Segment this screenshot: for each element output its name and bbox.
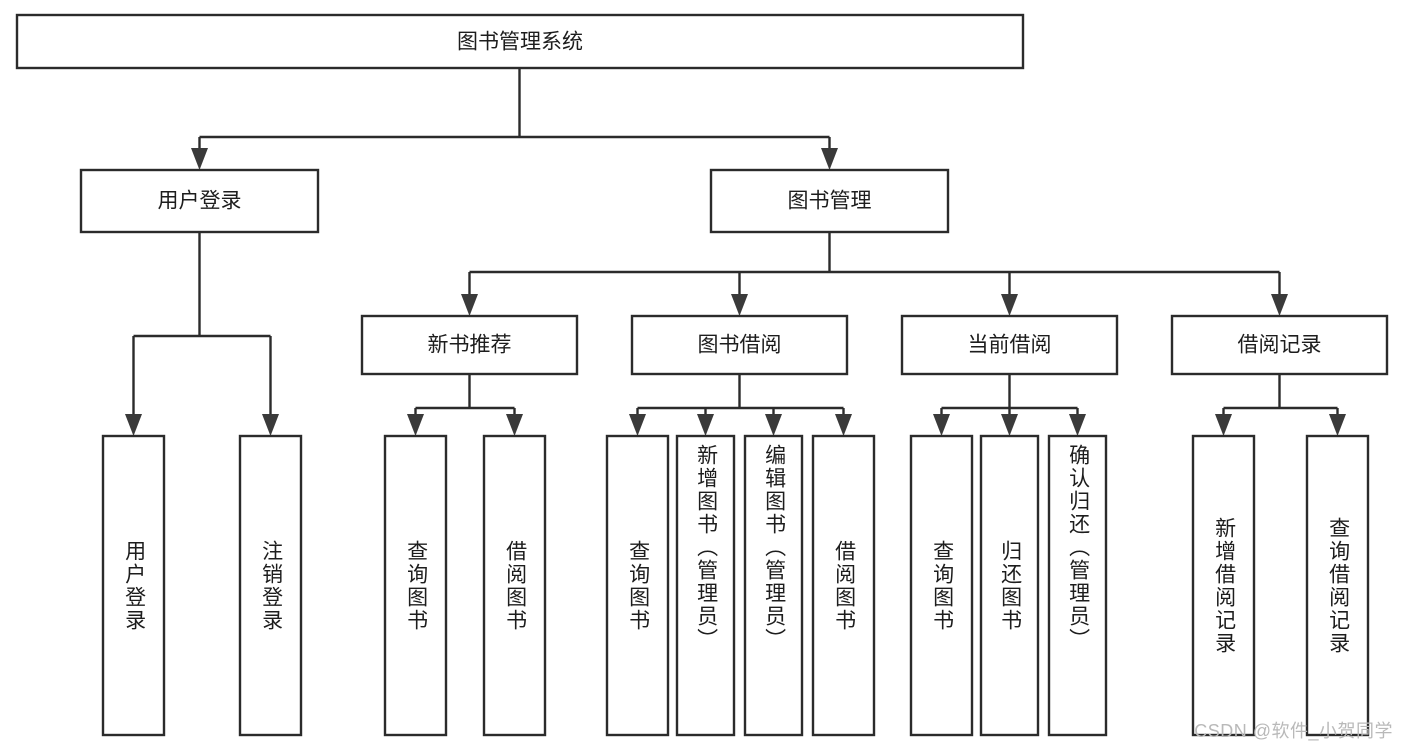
leaf-label-logout: 注销登录: [259, 539, 283, 632]
leaf-label-user-login: 用户登录: [122, 539, 146, 632]
leaf-box-confirm-return[interactable]: [1047, 434, 1108, 737]
arrow-head-leaf-query-book-3: [933, 414, 950, 436]
leaf-box-logout[interactable]: [238, 434, 303, 737]
watermark-text: CSDN @软件_小贺同学: [1194, 721, 1393, 741]
node-root-label: 图书管理系统: [457, 31, 583, 54]
arrow-head-leaf-add-book: [697, 414, 714, 436]
leaf-box-user-login[interactable]: [101, 434, 166, 737]
leaf-box-borrow-book-2[interactable]: [811, 434, 876, 737]
node-book-borrow-label: 图书借阅: [698, 334, 782, 357]
leaf-label-edit-book: 编辑图书（管理员）: [762, 444, 786, 651]
arrow-head-new-book: [461, 294, 478, 316]
leaf-box-query-book-2[interactable]: [605, 434, 670, 737]
leaf-label-query-record: 查询借阅记录: [1326, 516, 1350, 655]
arrow-head-book-borrow: [731, 294, 748, 316]
leaf-box-add-book[interactable]: [675, 434, 736, 737]
node-user-login-label: 用户登录: [158, 190, 242, 213]
node-borrow-record-box[interactable]: [1170, 314, 1389, 376]
leaf-box-return-book[interactable]: [979, 434, 1040, 737]
arrow-head-leaf-borrow-book-2: [835, 414, 852, 436]
node-borrow-record-label: 借阅记录: [1238, 334, 1322, 357]
arrow-head-leaf-query-record: [1329, 414, 1346, 436]
arrow-head-leaf-edit-book: [765, 414, 782, 436]
arrow-head-leaf-logout: [262, 414, 279, 436]
arrow-head-book-mgmt: [821, 148, 838, 170]
arrow-head-leaf-add-record: [1215, 414, 1232, 436]
node-current-borrow-box[interactable]: [900, 314, 1119, 376]
leaf-label-add-book: 新增图书（管理员）: [694, 444, 718, 651]
leaf-label-return-book: 归还图书: [998, 539, 1022, 632]
arrow-head-current-borrow: [1001, 294, 1018, 316]
arrow-head-user-login: [191, 148, 208, 170]
leaf-box-borrow-book-1[interactable]: [482, 434, 547, 737]
arrow-head-leaf-return-book: [1001, 414, 1018, 436]
arrow-head-leaf-query-book-1: [407, 414, 424, 436]
leaf-label-query-book-2: 查询图书: [626, 539, 650, 632]
connector-layer: [125, 68, 1346, 436]
leaf-label-confirm-return: 确认归还（管理员）: [1066, 444, 1090, 651]
leaf-box-query-book-3[interactable]: [909, 434, 974, 737]
leaf-label-borrow-book-2: 借阅图书: [832, 539, 856, 632]
arrow-head-leaf-query-book-2: [629, 414, 646, 436]
leaf-label-add-record: 新增借阅记录: [1212, 516, 1236, 655]
node-new-book-label: 新书推荐: [428, 334, 512, 357]
node-book-mgmt-box[interactable]: [709, 168, 950, 234]
node-book-mgmt-label: 图书管理: [788, 190, 872, 213]
leaf-box-edit-book[interactable]: [743, 434, 804, 737]
node-current-borrow-label: 当前借阅: [968, 334, 1052, 357]
node-layer: 图书管理系统 用户登录 图书管理 新书推荐 图书借阅 当前借阅 借阅记录: [15, 13, 1389, 737]
leaf-box-query-book-1[interactable]: [383, 434, 448, 737]
leaf-label-query-book-1: 查询图书: [404, 539, 428, 632]
arrow-head-borrow-record: [1271, 294, 1288, 316]
leaf-box-add-record[interactable]: [1191, 434, 1256, 737]
arrow-head-leaf-borrow-book-1: [506, 414, 523, 436]
leaf-box-query-record[interactable]: [1305, 434, 1370, 737]
arrow-head-leaf-user-login: [125, 414, 142, 436]
node-new-book-box[interactable]: [360, 314, 579, 376]
leaf-label-borrow-book-1: 借阅图书: [503, 539, 527, 632]
node-user-login-box[interactable]: [79, 168, 320, 234]
node-book-borrow-box[interactable]: [630, 314, 849, 376]
node-root-box[interactable]: [15, 13, 1025, 70]
arrow-head-leaf-confirm-return: [1069, 414, 1086, 436]
leaf-label-query-book-3: 查询图书: [930, 539, 954, 632]
